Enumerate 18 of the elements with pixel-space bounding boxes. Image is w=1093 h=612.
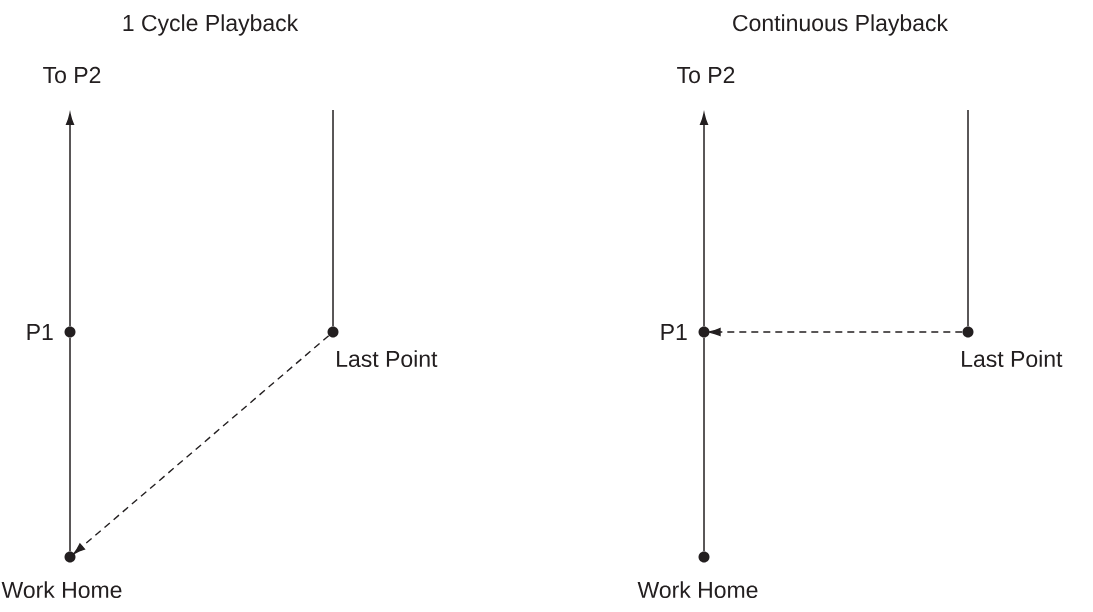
panel-title: Continuous Playback xyxy=(733,14,948,36)
path-line xyxy=(703,336,705,553)
arrow xyxy=(699,113,709,328)
node-label: To P2 xyxy=(43,66,101,84)
point-label: P1 xyxy=(661,324,687,340)
dashed-arrow xyxy=(73,335,330,555)
arrow xyxy=(65,113,75,328)
point-label: Work Home xyxy=(1,581,122,599)
point-label: Work Home xyxy=(637,581,758,599)
path-line xyxy=(69,336,71,553)
point-label: Last Point xyxy=(337,350,438,368)
point-label: Last Point xyxy=(962,350,1063,368)
dashed-arrow xyxy=(708,327,963,337)
path-line xyxy=(332,109,334,328)
point-label: P1 xyxy=(27,324,53,340)
node-label: To P2 xyxy=(677,66,735,84)
path-line xyxy=(967,109,969,328)
panel-title: 1 Cycle Playback xyxy=(123,14,299,36)
